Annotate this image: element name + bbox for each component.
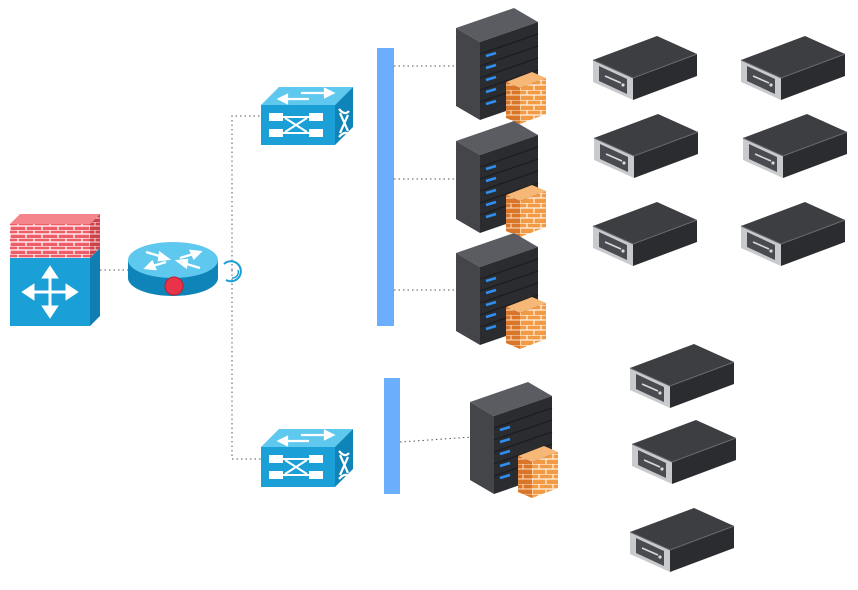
rotate-handle-icon[interactable] — [223, 260, 242, 283]
rack-server-icon[interactable] — [592, 35, 698, 101]
brick-firewall-icon — [506, 72, 546, 124]
switch-bottom-icon[interactable] — [259, 427, 355, 489]
switch-top-icon[interactable] — [259, 85, 355, 147]
rack-server-icon[interactable] — [629, 343, 735, 409]
rack-server-icon[interactable] — [592, 201, 698, 267]
rack-server-icon[interactable] — [631, 419, 737, 485]
link-bus-bottom-to-server-4 — [399, 436, 473, 443]
network-bus-bottom[interactable] — [384, 378, 400, 494]
rack-server-icon[interactable] — [740, 201, 846, 267]
brick-firewall-icon — [506, 185, 546, 237]
rack-server-icon[interactable] — [740, 35, 846, 101]
server-firewall-1[interactable] — [454, 6, 546, 124]
rack-server-icon[interactable] — [593, 113, 699, 179]
server-firewall-2[interactable] — [454, 119, 546, 237]
firewall-router-icon[interactable] — [10, 214, 100, 326]
server-firewall-3[interactable] — [454, 231, 546, 349]
link-router-to-switch-bottom — [231, 270, 262, 460]
server-firewall-4[interactable] — [468, 380, 558, 498]
brick-firewall-icon — [518, 446, 558, 498]
router-status-dot — [164, 276, 184, 296]
rack-server-icon[interactable] — [629, 507, 735, 573]
link-router-to-switch-top — [231, 115, 262, 270]
links — [100, 65, 473, 460]
network-bus-top[interactable] — [377, 48, 394, 326]
rack-server-icon[interactable] — [742, 113, 848, 179]
router-icon[interactable] — [128, 242, 218, 296]
brick-firewall-icon — [506, 297, 546, 349]
